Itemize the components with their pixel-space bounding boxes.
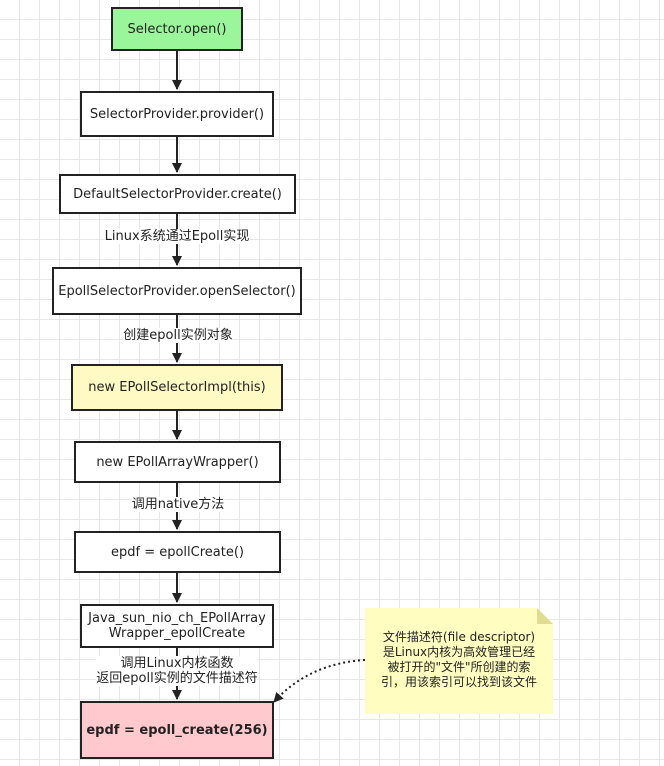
selector-provider-node: SelectorProvider.provider() <box>80 91 274 137</box>
note-line4: 引，用该索引可以找到该文件 <box>380 675 537 689</box>
edge-label-call-native: 调用native方法 <box>131 497 225 512</box>
selector-open-label: Selector.open() <box>127 21 227 37</box>
note-connector <box>273 659 366 703</box>
default-provider-create-node: DefaultSelectorProvider.create() <box>59 174 296 214</box>
epoll-create-256-label: epdf = epoll_create(256) <box>86 722 268 738</box>
default-provider-create-label: DefaultSelectorProvider.create() <box>73 186 282 202</box>
edge-label-linux-epoll: Linux系统通过Epoll实现 <box>104 229 250 244</box>
epoll-provider-open-node: EpollSelectorProvider.openSelector() <box>52 267 302 315</box>
java-native-epoll-create-node: Java_sun_nio_ch_EPollArray Wrapper_epoll… <box>80 604 274 648</box>
epoll-create-256-node: epdf = epoll_create(256) <box>80 701 274 759</box>
note-line2: 是Linux内核为高效管理已经 <box>382 645 536 659</box>
note-line3: 被打开的"文件"所创建的索 <box>387 660 531 674</box>
file-descriptor-note: 文件描述符(file descriptor) 是Linux内核为高效管理已经 被… <box>365 608 553 714</box>
note-line1: 文件描述符(file descriptor) <box>382 630 536 644</box>
new-epoll-array-wrapper-label: new EPollArrayWrapper() <box>96 454 259 470</box>
epoll-create-call-label: epdf = epollCreate() <box>110 544 244 560</box>
edge-label-create-epoll-instance: 创建epoll实例对象 <box>123 328 233 343</box>
selector-open-node: Selector.open() <box>111 7 243 51</box>
edge-label-call-kernel-line2: 返回epoll实例的文件描述符 <box>96 671 258 686</box>
java-native-label-line1: Java_sun_nio_ch_EPollArray <box>88 611 266 626</box>
epoll-create-call-node: epdf = epollCreate() <box>74 531 281 573</box>
selector-provider-label: SelectorProvider.provider() <box>89 106 265 122</box>
edge-label-call-kernel: 调用Linux内核函数 返回epoll实例的文件描述符 <box>96 656 258 686</box>
java-native-label-line2: Wrapper_epollCreate <box>108 626 246 641</box>
new-epoll-selector-impl-node: new EPollSelectorImpl(this) <box>71 364 283 411</box>
new-epoll-selector-impl-label: new EPollSelectorImpl(this) <box>88 380 266 395</box>
new-epoll-array-wrapper-node: new EPollArrayWrapper() <box>74 441 281 483</box>
epoll-provider-open-label: EpollSelectorProvider.openSelector() <box>58 283 296 299</box>
edge-label-call-kernel-line1: 调用Linux内核函数 <box>120 656 234 671</box>
